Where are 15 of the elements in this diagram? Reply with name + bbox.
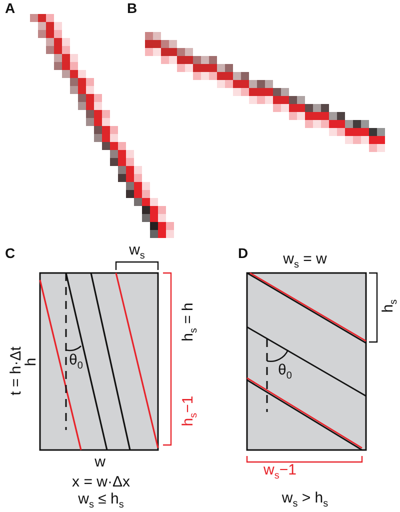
- math-label: w$_{s}$ ≤ h$_{s}$: [78, 492, 124, 510]
- math-label: h: [24, 358, 38, 366]
- math-label: θ$_{0}$: [278, 362, 292, 382]
- math-label: x = w·Δx: [72, 474, 130, 490]
- math-label: t = h·Δt: [8, 346, 24, 396]
- math-label: w$_{s}$: [129, 242, 145, 262]
- math-label: θ$_{0}$: [69, 352, 83, 372]
- panel-letter: D: [238, 246, 248, 260]
- math-label: w$_{s}$−1: [264, 462, 296, 482]
- math-label: w$_{s}$ = w: [283, 252, 327, 270]
- math-label: w: [94, 454, 106, 470]
- panel-letter: C: [4, 246, 16, 260]
- math-label: w$_{s}$ > h$_{s}$: [282, 490, 328, 510]
- panel-letter: A: [4, 1, 16, 15]
- panel-letter: B: [126, 1, 138, 15]
